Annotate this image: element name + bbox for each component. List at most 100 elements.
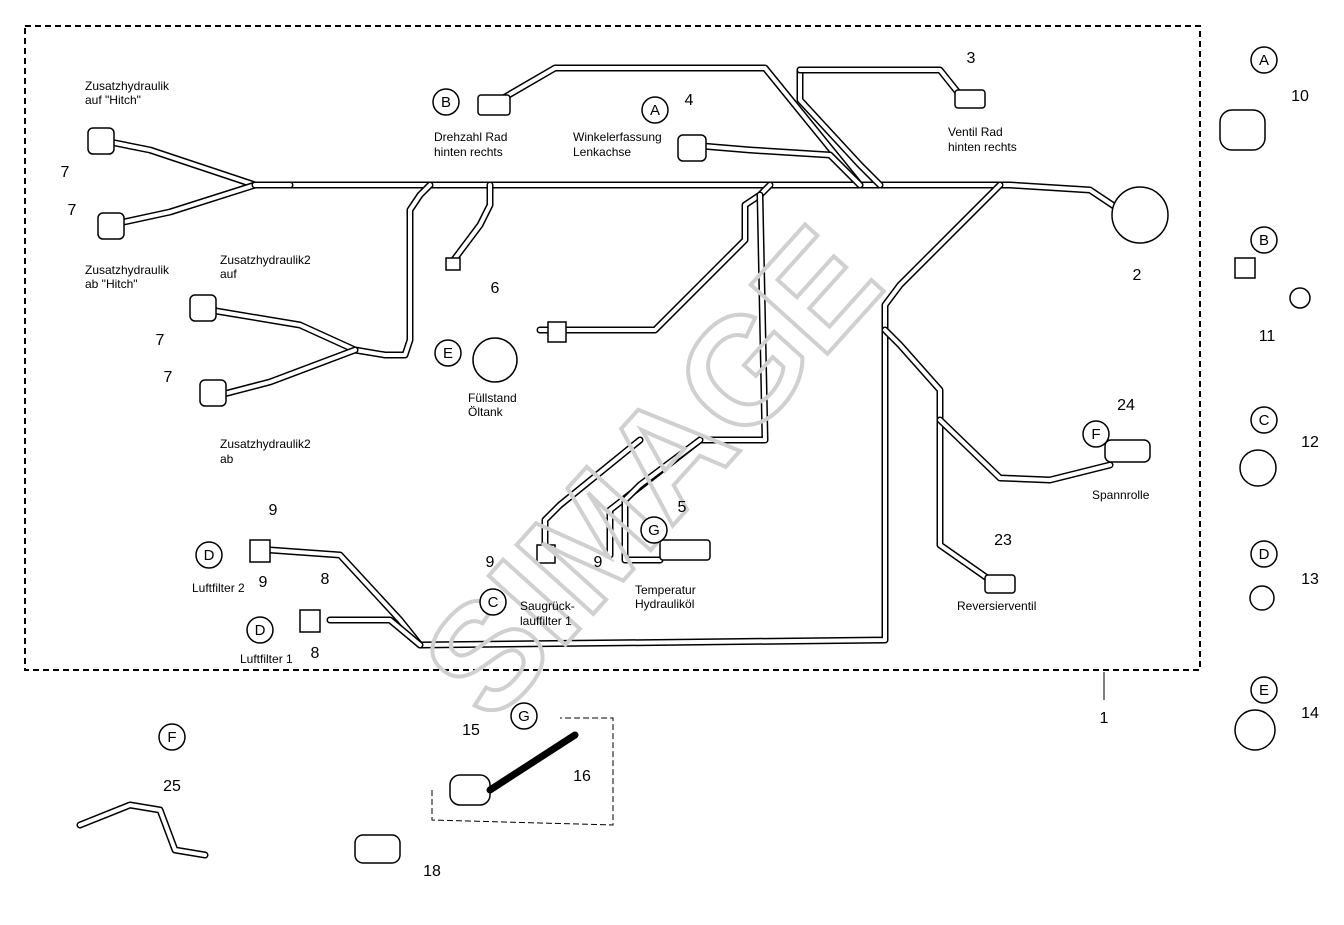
letter-A1: A bbox=[1259, 52, 1269, 69]
connector-23 bbox=[984, 574, 1016, 594]
callout-c18: 18 bbox=[423, 863, 441, 880]
callout-c8b: 8 bbox=[311, 645, 320, 662]
letter-circle bbox=[1082, 420, 1110, 448]
sensor-12 bbox=[1239, 449, 1277, 487]
label: Zusatzhydraulik bbox=[85, 79, 170, 93]
callout-c5: 5 bbox=[678, 499, 687, 516]
label: auf bbox=[220, 267, 237, 281]
sensor-13 bbox=[1249, 585, 1275, 611]
callout-c9b: 9 bbox=[259, 574, 268, 591]
parts bbox=[76, 89, 1311, 864]
letter-circle bbox=[432, 88, 460, 116]
wire bbox=[688, 143, 862, 187]
callout-1: 1 bbox=[1100, 710, 1109, 727]
letter-circle bbox=[1250, 676, 1278, 704]
label: Öltank bbox=[468, 405, 504, 419]
label: lauffilter 1 bbox=[520, 614, 572, 628]
wire bbox=[108, 183, 257, 227]
connector-7 bbox=[87, 127, 115, 155]
letter-D2: D bbox=[204, 547, 215, 564]
letter-B1: B bbox=[441, 94, 451, 111]
letter-circle bbox=[434, 339, 462, 367]
label: Temperatur bbox=[635, 583, 696, 597]
callout-c14: 14 bbox=[1301, 705, 1319, 722]
wire bbox=[448, 183, 492, 267]
wire bbox=[938, 418, 1112, 482]
callout-c7a: 7 bbox=[61, 164, 70, 181]
callout-c9d: 9 bbox=[594, 554, 603, 571]
callout-c8a: 8 bbox=[321, 571, 330, 588]
connector-3 bbox=[954, 89, 986, 109]
callout-c24: 24 bbox=[1117, 397, 1135, 414]
letter-circle bbox=[246, 616, 274, 644]
wire-outline bbox=[446, 181, 494, 269]
sensor-18 bbox=[354, 834, 401, 864]
connector-b bbox=[477, 94, 511, 116]
wire bbox=[208, 183, 432, 357]
letter-C1: C bbox=[1259, 412, 1270, 429]
letter-circle bbox=[510, 702, 538, 730]
callout-c15: 15 bbox=[462, 722, 480, 739]
kit-boundary-g bbox=[431, 717, 614, 826]
label: ab "Hitch" bbox=[85, 277, 138, 291]
callout-c9c: 9 bbox=[486, 554, 495, 571]
label: hinten rechts bbox=[948, 140, 1017, 154]
connector-7 bbox=[199, 379, 227, 407]
label: Lenkachse bbox=[573, 145, 631, 159]
label: Ventil Rad bbox=[948, 125, 1003, 139]
label: Saugrück- bbox=[520, 599, 575, 613]
callout-c7b: 7 bbox=[68, 202, 77, 219]
label: Hydrauliköl bbox=[635, 597, 694, 611]
cable-15 bbox=[486, 731, 579, 794]
connector-24 bbox=[1104, 439, 1151, 463]
wire-outline bbox=[496, 64, 864, 189]
connector-6 bbox=[472, 337, 518, 383]
label: Drehzahl Rad bbox=[434, 130, 507, 144]
letter-circle bbox=[479, 588, 507, 616]
connector-2 bbox=[1111, 186, 1169, 244]
sleeve bbox=[299, 609, 321, 633]
callout-c11: 11 bbox=[1259, 328, 1276, 345]
wires bbox=[96, 64, 1124, 649]
label: auf "Hitch" bbox=[85, 93, 141, 107]
letter-B2: B bbox=[1259, 232, 1269, 249]
sleeve bbox=[536, 544, 556, 564]
callout-c6: 6 bbox=[491, 280, 500, 297]
letter-circle bbox=[1250, 406, 1278, 434]
sleeve bbox=[547, 321, 567, 343]
label: Winkelerfassung bbox=[573, 130, 662, 144]
callout-c2: 2 bbox=[1133, 267, 1142, 284]
callout-c16: 16 bbox=[573, 768, 591, 785]
sensor-11 bbox=[1234, 257, 1256, 279]
letter-circle bbox=[1250, 540, 1278, 568]
wire bbox=[498, 66, 862, 187]
label: Reversierventil bbox=[957, 599, 1036, 613]
callout-c13: 13 bbox=[1301, 571, 1319, 588]
callout-c12: 12 bbox=[1301, 434, 1319, 451]
letter-circle bbox=[640, 516, 668, 544]
letter-G1: G bbox=[648, 522, 660, 539]
label: Füllstand bbox=[468, 391, 517, 405]
wire bbox=[543, 438, 642, 552]
letter-E1: E bbox=[443, 345, 453, 362]
connector-4 bbox=[677, 134, 707, 162]
letter-D1: D bbox=[1259, 546, 1270, 563]
wire-outline bbox=[796, 66, 964, 99]
callout-c3: 3 bbox=[967, 50, 976, 67]
label: Zusatzhydraulik bbox=[85, 263, 170, 277]
connector-7 bbox=[189, 294, 217, 322]
label: Luftfilter 1 bbox=[240, 652, 293, 666]
wire bbox=[98, 138, 1122, 212]
callout-c25: 25 bbox=[163, 778, 181, 795]
letter-D3: D bbox=[255, 622, 266, 639]
letter-A2: A bbox=[650, 102, 660, 119]
letter-circle bbox=[1250, 226, 1278, 254]
callout-c7d: 7 bbox=[164, 369, 173, 386]
letter-circle bbox=[195, 541, 223, 569]
assembly-boundary bbox=[24, 25, 1201, 671]
sensor-10 bbox=[1219, 109, 1266, 151]
letter-F2: F bbox=[167, 729, 176, 746]
label: Spannrolle bbox=[1092, 488, 1150, 502]
